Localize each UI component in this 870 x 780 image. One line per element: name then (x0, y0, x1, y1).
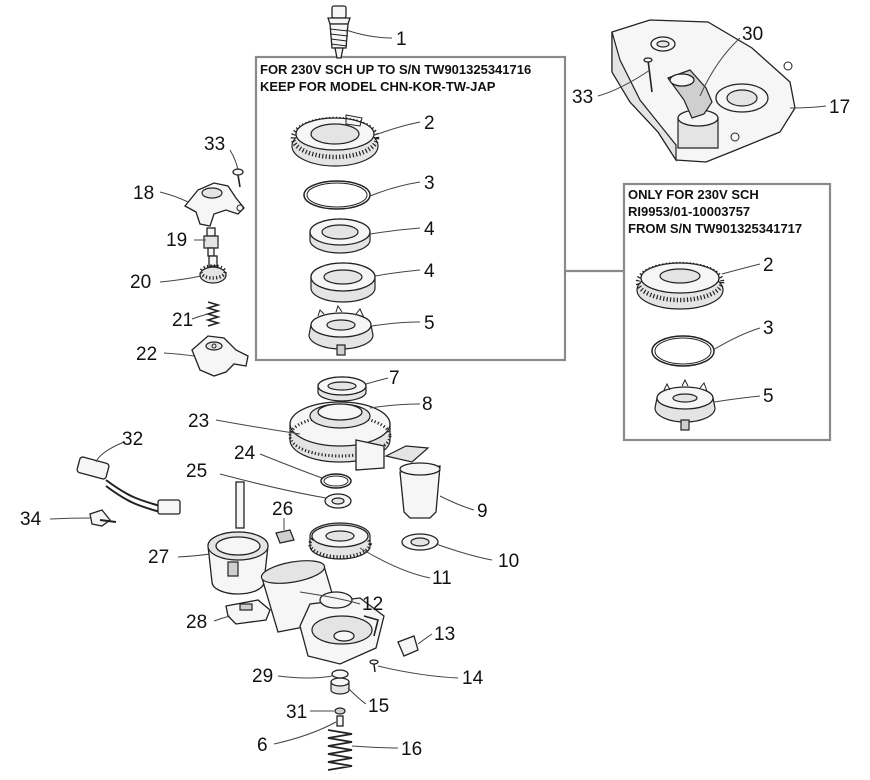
callout-31: 31 (286, 702, 307, 723)
callout-21: 21 (172, 310, 193, 331)
callout-33-left: 33 (204, 134, 225, 155)
callout-2-left: 2 (424, 113, 435, 134)
callout-34: 34 (20, 509, 42, 530)
part-20-small-gear (199, 255, 227, 284)
callout-11: 11 (432, 568, 452, 589)
callout-15: 15 (368, 696, 389, 717)
right-note-line2: RI9953/01-10003757 (628, 204, 750, 219)
part-2-gear-ring-left (290, 114, 380, 167)
part-28-switch-bracket (225, 599, 271, 625)
part-31-nut (334, 707, 346, 715)
callout-33-top: 33 (572, 87, 593, 108)
part-4-burr-ring-b (310, 262, 376, 303)
part-6-pin (336, 715, 344, 727)
part-13-knob (397, 635, 419, 657)
callout-10: 10 (498, 551, 519, 572)
part-2-gear-ring-right (635, 261, 725, 310)
part-24-oring (320, 473, 352, 489)
callout-29: 29 (252, 666, 273, 687)
callout-9: 9 (477, 501, 488, 522)
part-7-ring (317, 376, 367, 402)
part-21-spring (205, 301, 221, 327)
part-5-burr-carrier-right (654, 378, 716, 431)
part-5-burr-carrier-left (308, 304, 374, 356)
callout-13: 13 (434, 624, 455, 645)
callout-5-right: 5 (763, 386, 774, 407)
part-22-lower-bracket (191, 335, 249, 377)
callout-30: 30 (742, 24, 763, 45)
left-note-line2: KEEP FOR MODEL CHN-KOR-TW-JAP (260, 79, 496, 94)
right-box-frame (622, 182, 832, 442)
callout-2-right: 2 (763, 255, 774, 276)
callout-25: 25 (186, 461, 207, 482)
part-14-screw (369, 659, 379, 673)
part-32-cable (76, 456, 181, 515)
left-note-line1: FOR 230V SCH UP TO S/N TW901325341716 (260, 62, 531, 77)
part-16-spring (327, 729, 353, 771)
callout-8: 8 (422, 394, 433, 415)
part-15-bushing (330, 677, 350, 695)
right-note-line1: ONLY FOR 230V SCH (628, 187, 759, 202)
part-30-cam-lever (667, 69, 713, 119)
right-note-line3: FROM S/N TW901325341717 (628, 221, 802, 236)
callout-5-left: 5 (424, 313, 435, 334)
callout-23: 23 (188, 411, 209, 432)
part-motor-base (299, 591, 385, 665)
left-note-box: FOR 230V SCH UP TO S/N TW901325341716 KE… (254, 55, 567, 362)
callout-18: 18 (133, 183, 154, 204)
callout-3-right: 3 (763, 318, 774, 339)
callout-32: 32 (122, 429, 143, 450)
callout-17: 17 (829, 97, 850, 118)
part-9-chute (384, 445, 441, 519)
part-33-screw-left (232, 168, 244, 188)
callout-28: 28 (186, 612, 207, 633)
callout-12: 12 (362, 594, 383, 615)
part-3-oring-right (651, 335, 715, 367)
part-26-chip (275, 529, 295, 544)
callout-24: 24 (234, 443, 256, 464)
part-17-upper-housing (611, 19, 796, 163)
callout-16: 16 (401, 739, 422, 760)
part-27-sleeve (207, 481, 269, 595)
part-19-pin (203, 227, 219, 257)
callout-22: 22 (136, 344, 157, 365)
leader-lines (49, 29, 827, 749)
part-33-screw-top (643, 57, 653, 93)
part-10-gasket (401, 533, 439, 551)
callout-6: 6 (257, 735, 268, 756)
left-box-frame (254, 55, 567, 362)
callout-26: 26 (272, 499, 293, 520)
part-8-23-grind-chamber (288, 401, 392, 471)
callout-20: 20 (130, 272, 151, 293)
callout-7: 7 (389, 368, 400, 389)
callout-14: 14 (462, 668, 484, 689)
callout-1: 1 (396, 29, 407, 50)
part-3-oring-left (303, 180, 371, 210)
callout-4-a: 4 (424, 219, 435, 240)
callout-4-b: 4 (424, 261, 435, 282)
part-11-gear (308, 522, 372, 560)
callout-3-left: 3 (424, 173, 435, 194)
part-25-washer (324, 493, 352, 509)
part-1-bolt (327, 5, 351, 59)
callout-27: 27 (148, 547, 169, 568)
part-29-washer (331, 669, 349, 679)
callout-19: 19 (166, 230, 187, 251)
right-note-box: ONLY FOR 230V SCH RI9953/01-10003757 FRO… (622, 182, 832, 442)
part-18-bracket (184, 182, 245, 227)
part-34-clip (89, 509, 117, 527)
part-4-burr-ring-a (309, 218, 371, 254)
callout-numbers: 1 2 3 4 4 5 2 3 5 17 30 33 33 18 19 20 2… (20, 24, 850, 760)
